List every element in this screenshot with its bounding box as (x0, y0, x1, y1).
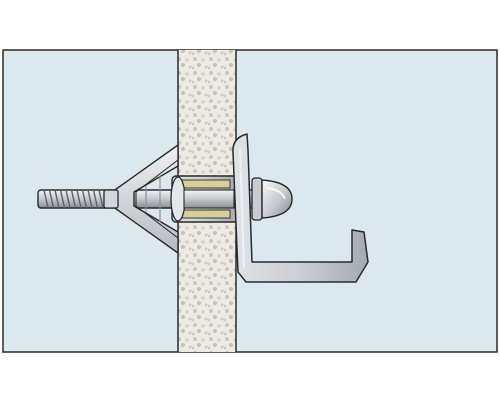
bolt-thread (70, 189, 77, 209)
bolt-thread (92, 189, 99, 209)
expansion-wings (103, 144, 179, 254)
hook-bracket (232, 133, 369, 283)
bolt-thread (76, 189, 82, 209)
bolt-thread (59, 189, 66, 209)
bolt-thread (48, 189, 55, 209)
bolt-thread (43, 189, 49, 209)
bolt-head (251, 177, 293, 221)
bolt-thread (81, 189, 88, 209)
anchor-sleeve (170, 175, 239, 223)
bolt-thread (87, 189, 93, 209)
bolt-thread (98, 189, 104, 209)
bolt-thread (65, 189, 71, 209)
bolt-thread (54, 189, 60, 209)
